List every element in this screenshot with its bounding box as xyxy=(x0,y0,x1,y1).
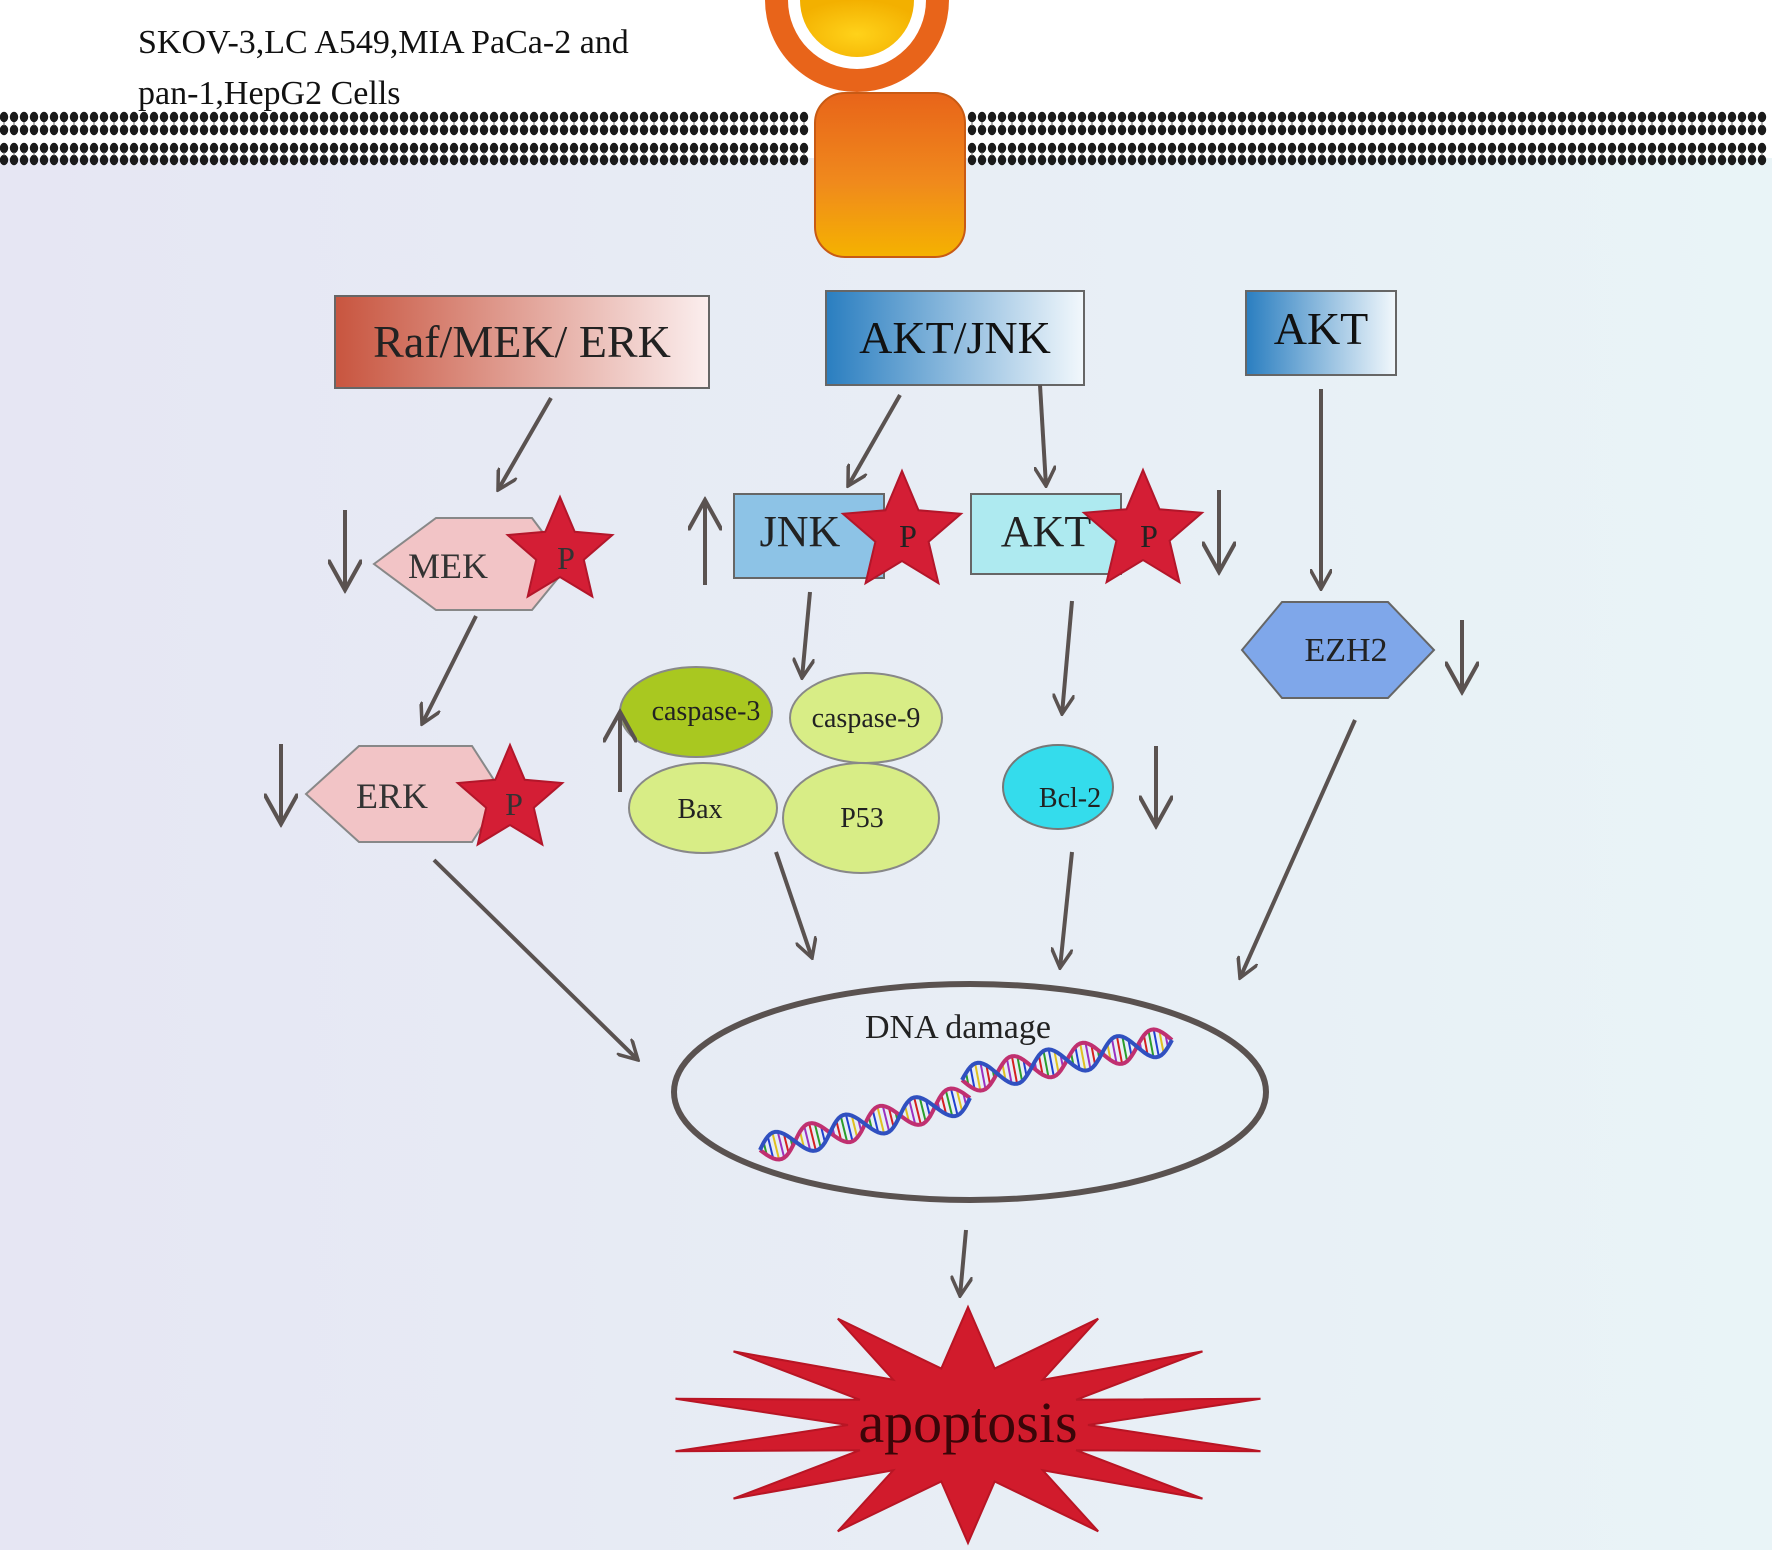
arrow-proteins-to-dna-damage xyxy=(774,851,812,958)
raf-mek-erk-box xyxy=(334,295,710,389)
cell-membrane xyxy=(0,111,1767,166)
akt-jnk-box xyxy=(825,290,1085,386)
arrow-bcl2-to-dna-damage xyxy=(1060,851,1074,968)
caspase3-label: caspase-3 xyxy=(652,696,761,727)
arrow-dna-damage-to-apoptosis xyxy=(960,1229,966,1296)
bcl2-label: Bcl-2 xyxy=(1039,783,1101,814)
jnk-label: JNK xyxy=(760,507,841,556)
dna-damage-label: DNA damage xyxy=(865,1009,1051,1046)
akt-label: AKT xyxy=(1274,303,1369,354)
receptor-ligand xyxy=(800,0,914,57)
arrow-ezh2-to-dna-damage xyxy=(1240,719,1357,978)
phospho-star-erk xyxy=(455,742,565,847)
phospho-label-jnk: P xyxy=(899,518,917,554)
akt-box xyxy=(1245,290,1397,376)
mek-label: MEK xyxy=(408,546,488,586)
raf-mek-erk-label: Raf/MEK/ ERK xyxy=(373,316,671,367)
receptor-body xyxy=(814,92,966,258)
ezh2-hexagon xyxy=(1240,601,1436,699)
dna-helix-icon xyxy=(758,1086,972,1162)
erk-shape xyxy=(304,745,505,843)
receptor xyxy=(765,0,966,258)
erk-label: ERK xyxy=(356,776,428,816)
arrow-raf-to-mek xyxy=(498,397,553,490)
arrow-erk-to-dna-damage xyxy=(432,858,638,1060)
phospho-star-akt xyxy=(1081,467,1205,585)
bax-ellipse xyxy=(628,762,778,854)
apoptosis-label: apoptosis xyxy=(858,1390,1077,1455)
arrow-aktjnk-to-akt xyxy=(1040,384,1046,486)
ezh2-label: EZH2 xyxy=(1304,632,1387,669)
p53-ellipse xyxy=(782,762,940,874)
arrow-mek-to-erk xyxy=(422,615,478,724)
apoptosis-burst xyxy=(675,1304,1261,1546)
phospho-label-mek: P xyxy=(557,540,575,576)
dna-damage-ellipse xyxy=(671,981,1269,1203)
akt-jnk-label: AKT/JNK xyxy=(859,312,1051,363)
jnk-box xyxy=(733,493,885,579)
caspase9-label: caspase-9 xyxy=(812,703,921,734)
akt-inner-label: AKT xyxy=(1001,507,1092,556)
phospho-label-akt: P xyxy=(1140,518,1158,554)
p53-label: P53 xyxy=(840,803,884,834)
arrow-aktjnk-to-jnk xyxy=(848,394,902,486)
arrow-akt-to-bcl2 xyxy=(1062,600,1072,714)
phospho-star-mek xyxy=(505,494,615,599)
bcl2-ellipse xyxy=(1002,744,1114,830)
bax-label: Bax xyxy=(677,794,722,825)
cell-lines-label-line1: SKOV-3,LC A549,MIA PaCa-2 and xyxy=(138,24,629,61)
cell-lines-label-line2: pan-1,HepG2 Cells xyxy=(138,75,401,112)
phospho-label-erk: P xyxy=(505,786,523,822)
phospho-star-jnk xyxy=(840,468,964,586)
dna-helix-icon-2 xyxy=(960,1027,1174,1093)
arrow-jnk-to-apoptotic-proteins xyxy=(802,591,810,678)
akt-inner-box xyxy=(970,493,1122,575)
